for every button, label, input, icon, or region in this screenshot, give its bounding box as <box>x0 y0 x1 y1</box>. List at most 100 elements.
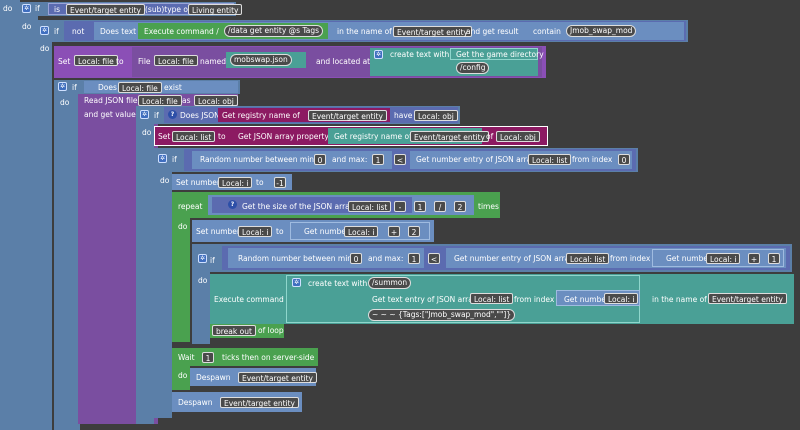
entity-field[interactable]: Event/target entity <box>308 110 387 121</box>
from-index-label: from index <box>572 155 613 164</box>
local-list-field[interactable]: Local: list <box>348 201 392 212</box>
plus-op[interactable]: + <box>388 226 400 237</box>
entity-field[interactable]: Event/target entity <box>393 26 472 37</box>
number-entry-block[interactable] <box>410 151 632 169</box>
json-array-property-label: Get JSON array property <box>238 132 329 141</box>
entity-field[interactable]: Event/target entity <box>238 372 317 383</box>
local-list-field[interactable]: Local: list <box>566 253 610 264</box>
json-name-text[interactable]: mobswap.json <box>230 54 292 66</box>
game-directory-block[interactable] <box>450 48 538 60</box>
two-number[interactable]: 2 <box>408 226 420 237</box>
local-i-field[interactable]: Local: i <box>218 177 253 188</box>
times-label: times <box>478 202 499 211</box>
local-file-field[interactable]: Local: file <box>138 95 182 106</box>
local-obj-field[interactable]: Local: obj <box>496 131 540 142</box>
local-obj-field[interactable]: Local: obj <box>194 95 238 106</box>
gear-icon[interactable]: ✲ <box>292 278 301 287</box>
tags-text[interactable]: ~ ~ ~ {Tags:["Jmob_swap_mod",""]} <box>368 309 516 321</box>
execute-command-label: Execute command / <box>214 295 289 304</box>
minus-op[interactable]: - <box>394 201 406 212</box>
random-label: Random number between min: <box>238 254 355 263</box>
gear-icon[interactable]: ✲ <box>140 110 149 119</box>
if-label: if <box>210 256 215 265</box>
max-label: and max: <box>332 155 368 164</box>
min-number[interactable]: 0 <box>350 253 362 264</box>
do-label-9: do <box>178 371 188 380</box>
entity-field[interactable]: Event/target entity <box>410 131 489 142</box>
outer-if-block[interactable] <box>0 0 20 430</box>
mod-tag-text[interactable]: Jmob_swap_mod <box>566 25 637 37</box>
do-label-6: do <box>160 176 170 185</box>
gear-icon[interactable]: ✲ <box>158 154 167 163</box>
create-text-label: create text with <box>308 279 368 288</box>
divide-op[interactable]: / <box>434 201 446 212</box>
registry-name-label: Get registry name of <box>334 132 412 141</box>
entity-field[interactable]: Event/target entity <box>220 397 299 408</box>
gear-icon[interactable]: ✲ <box>40 26 49 35</box>
config-text[interactable]: /config <box>456 62 490 74</box>
random-number-block[interactable] <box>192 151 392 169</box>
max-number[interactable]: 1 <box>408 253 420 264</box>
do-label-3: do <box>40 44 50 53</box>
random-if-rail <box>154 148 172 418</box>
not-label: not <box>72 27 85 36</box>
command-text-field[interactable]: /data get entity @s Tags <box>224 25 324 37</box>
random-number-block-2[interactable] <box>228 248 424 268</box>
min-number[interactable]: 0 <box>314 154 326 165</box>
help-icon[interactable]: ? <box>168 110 177 119</box>
summon-text[interactable]: /summon <box>368 277 412 289</box>
one-number[interactable]: 1 <box>414 201 426 212</box>
less-than-op[interactable]: < <box>428 253 440 264</box>
local-obj-field[interactable]: Local: obj <box>414 110 458 121</box>
game-directory-label: Get the game directory <box>456 50 544 59</box>
ticks-label: ticks then on server-side <box>222 353 315 362</box>
to-label: to <box>116 57 124 66</box>
local-i-field[interactable]: Local: i <box>344 226 379 237</box>
wait-ticks-number[interactable]: 1 <box>202 352 214 363</box>
if-label: if <box>54 27 59 36</box>
break-out-field[interactable]: break out <box>212 325 256 336</box>
max-label: and max: <box>368 254 404 263</box>
local-i-field[interactable]: Local: i <box>238 226 273 237</box>
gear-icon[interactable]: ✲ <box>22 4 31 13</box>
local-list-field[interactable]: Local: list <box>470 293 514 304</box>
entity-field[interactable]: Event/target entity <box>66 4 145 15</box>
gear-icon[interactable]: ✲ <box>374 50 383 59</box>
local-file-field[interactable]: Local: file <box>74 55 118 66</box>
local-i-field[interactable]: Local: i <box>706 253 741 264</box>
local-i-field[interactable]: Local: i <box>604 293 639 304</box>
do-label-5: do <box>142 128 152 137</box>
local-list-field[interactable]: Local: list <box>528 154 572 165</box>
get-number-label: Get number <box>564 295 610 304</box>
do-label-8: do <box>198 276 208 285</box>
two-number[interactable]: 2 <box>454 201 466 212</box>
local-file-field[interactable]: Local: file <box>154 55 198 66</box>
json-has-if-rail <box>136 106 154 424</box>
living-entity-field[interactable]: Living entity <box>188 4 243 15</box>
local-list-field[interactable]: Local: list <box>172 131 216 142</box>
text-entry-label: Get text entry of JSON array <box>372 295 478 304</box>
get-number-label: Get number <box>304 227 350 236</box>
local-file-field[interactable]: Local: file <box>118 82 162 93</box>
help-icon[interactable]: ? <box>228 200 237 209</box>
max-number[interactable]: 1 <box>372 154 384 165</box>
in-name-of-label: in the name of <box>337 27 392 36</box>
repeat-rail <box>172 192 190 342</box>
json-size-label: Get the size of the JSON array <box>242 202 355 211</box>
does-json-label: Does JSON <box>180 111 220 120</box>
if-label: if <box>72 83 77 92</box>
entity-field[interactable]: Event/target entity <box>708 293 787 304</box>
neg-one-number[interactable]: -1 <box>274 177 286 188</box>
do-label-7: do <box>178 222 188 231</box>
in-name-of-label: in the name of <box>652 295 707 304</box>
contain-label: contain <box>533 27 561 36</box>
plus-op[interactable]: + <box>748 253 760 264</box>
index-number[interactable]: 0 <box>618 154 630 165</box>
one-number[interactable]: 1 <box>768 253 780 264</box>
named-label: named <box>200 57 227 66</box>
gear-icon[interactable]: ✲ <box>58 82 67 91</box>
less-than-op[interactable]: < <box>394 154 406 165</box>
have-label: have <box>394 111 413 120</box>
despawn-label: Despawn <box>196 373 231 382</box>
gear-icon[interactable]: ✲ <box>198 254 207 263</box>
